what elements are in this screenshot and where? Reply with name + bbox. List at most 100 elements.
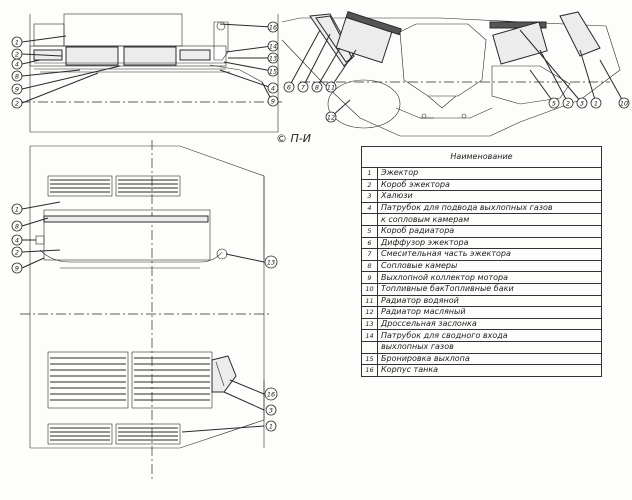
callout-label: 3: [580, 100, 584, 108]
legend-name: Бронировка выхлопа: [377, 352, 602, 366]
callout-label: 7: [301, 84, 306, 92]
callouts-plan-right: 13 16 3 1: [264, 255, 278, 432]
legend-name: Сопловые камеры: [377, 259, 602, 273]
callout-label: 9: [271, 98, 275, 106]
legend-number: 6: [361, 236, 378, 250]
legend-header-row: Наименование: [361, 146, 602, 168]
callout-label: 13: [269, 55, 277, 63]
legend-number: [361, 340, 378, 354]
callout-label: 8: [315, 84, 319, 92]
callout-label: 2: [15, 51, 19, 59]
callouts-top-left-right: 16 14 13 15 4 9: [267, 21, 279, 107]
legend-row: выхлопных газов: [361, 340, 602, 354]
callout-label: 8: [15, 223, 19, 231]
legend-number: 8: [361, 259, 378, 273]
legend-header: Наименование: [361, 146, 602, 168]
callout-label: 4: [271, 85, 275, 93]
callout-label: 4: [15, 237, 19, 245]
legend-name: Патрубок для подвода выхлопных газов: [377, 201, 602, 215]
callout-label: 2: [15, 100, 19, 108]
callout-label: 16: [267, 391, 275, 399]
callout-label: 1: [269, 423, 273, 431]
legend-name: Выхлопной коллектор мотора: [377, 271, 602, 284]
legend-number: 5: [361, 224, 378, 238]
callout-label: 11: [327, 84, 335, 92]
callout-label: 10: [620, 100, 628, 108]
author-signature: © П-И: [276, 132, 311, 145]
legend-name: Короб радиатора: [377, 224, 602, 238]
callouts-plan-left: 1 8 4 2 9: [11, 203, 23, 274]
callout-leaders: [21, 23, 625, 433]
legend-name: Дроссельная заслонка: [377, 317, 602, 331]
cross-section-view: [281, 11, 621, 137]
callout-label: 5: [552, 100, 556, 108]
callout-label: 4: [15, 61, 19, 69]
plan-view: [20, 140, 270, 480]
callouts-top-right-left: 6 7 8 11 12: [283, 81, 337, 123]
legend-name: Эжектор: [377, 167, 602, 180]
callout-label: 6: [287, 84, 291, 92]
legend-name: Корпус танка: [377, 364, 602, 377]
callouts-top-right-right: 5 2 3 1 10: [548, 97, 630, 109]
callout-label: 14: [269, 43, 277, 51]
callout-label: 16: [269, 24, 277, 32]
callout-label: 15: [269, 68, 277, 76]
callout-label: 1: [594, 100, 598, 108]
legend-number: 9: [361, 271, 378, 284]
legend-name: Радиатор водяной: [377, 294, 602, 308]
side-elevation-view: [20, 13, 285, 133]
callout-label: 1: [15, 206, 19, 214]
legend-name: Короб эжектора: [377, 178, 602, 192]
callouts-top-left-left: 1 2 4 8 9 2: [11, 36, 23, 109]
callout-label: 9: [15, 86, 19, 94]
callout-label: 8: [15, 73, 19, 81]
legend-number: 1: [361, 167, 378, 180]
legend-name: Радиатор масляный: [377, 306, 602, 319]
legend-number: 7: [361, 248, 378, 261]
legend-row: к сопловым камерам: [361, 213, 602, 226]
legend-name: Смесительная часть эжектора: [377, 248, 602, 261]
callout-label: 2: [566, 100, 570, 108]
legend-number: 10: [361, 282, 378, 296]
legend-number: 2: [361, 178, 378, 192]
legend-name: Халюзи: [377, 190, 602, 203]
legend-number: [361, 213, 378, 226]
legend-number: 11: [361, 294, 378, 308]
callout-label: 2: [15, 249, 19, 257]
callout-label: 3: [269, 407, 273, 415]
legend-name: Топливные бакТопливные баки: [377, 282, 602, 296]
legend-number: 15: [361, 352, 378, 366]
legend-name: Диффузор эжектора: [377, 236, 602, 250]
legend-name: к сопловым камерам: [377, 213, 602, 226]
legend-number: 14: [361, 329, 378, 342]
callout-label: 12: [327, 114, 335, 122]
legend-name: Патрубок для сводного входа: [377, 329, 602, 342]
legend-name: выхлопных газов: [377, 340, 602, 354]
legend-number: 12: [361, 306, 378, 319]
callout-label: 13: [267, 259, 275, 267]
legend-number: 4: [361, 201, 378, 215]
legend-number: 13: [361, 317, 378, 331]
callout-label: 1: [15, 39, 19, 47]
legend-number: 3: [361, 190, 378, 203]
callout-label: 9: [15, 265, 19, 273]
legend-number: 16: [361, 364, 378, 377]
